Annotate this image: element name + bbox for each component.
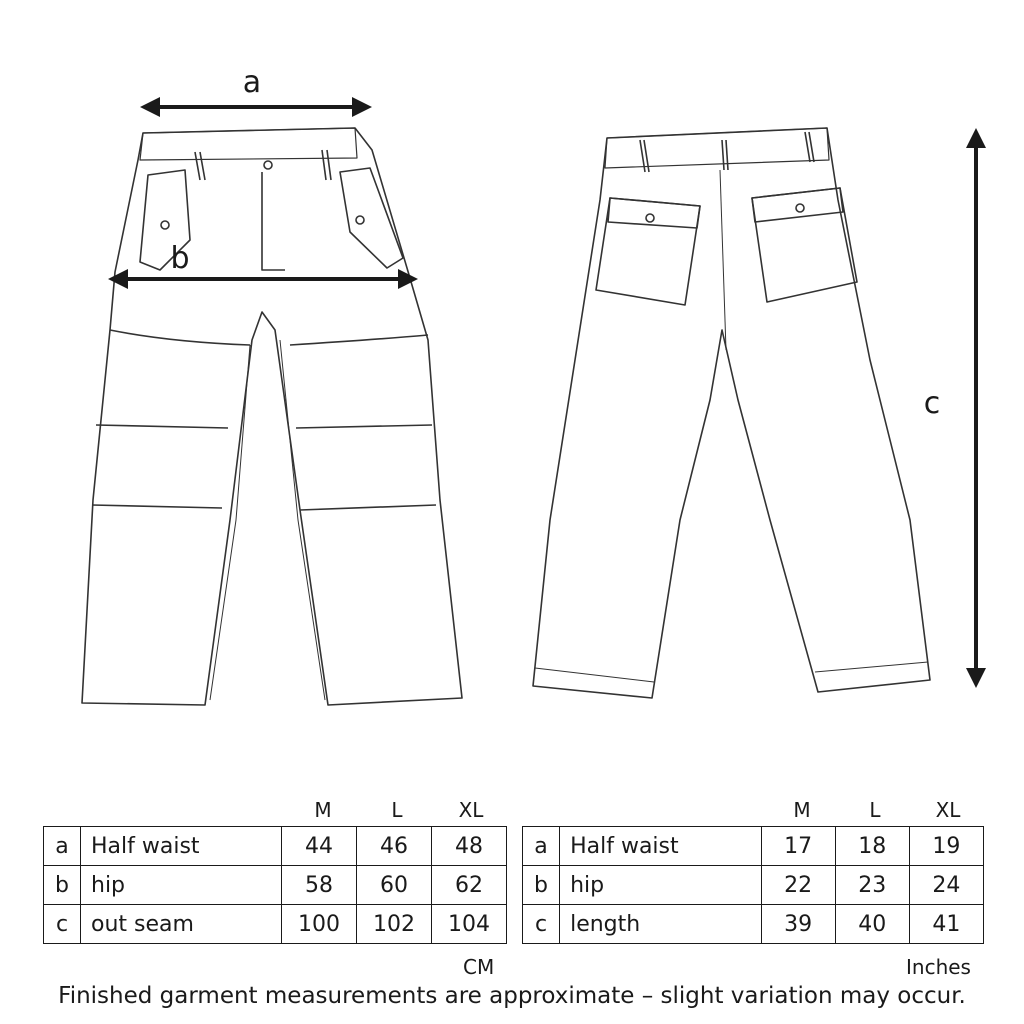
value-cell: 40 <box>834 904 910 944</box>
measure-code: a <box>43 826 81 866</box>
inch-size-header-m: M <box>793 798 811 822</box>
value-cell: 104 <box>431 904 507 944</box>
measurement-footnote: Finished garment measurements are approx… <box>58 983 966 1009</box>
measure-name: Half waist <box>559 826 762 866</box>
measure-code: b <box>43 865 81 905</box>
inch-size-header-l: L <box>869 798 881 822</box>
value-cell: 62 <box>431 865 507 905</box>
value-cell: 100 <box>281 904 357 944</box>
value-cell: 46 <box>356 826 432 866</box>
cm-size-header-xl: XL <box>458 798 484 822</box>
value-cell: 48 <box>431 826 507 866</box>
value-cell: 102 <box>356 904 432 944</box>
table-row: c length 39 40 41 <box>521 904 985 944</box>
measure-name: length <box>559 904 762 944</box>
value-cell: 41 <box>908 904 985 944</box>
measure-name: out seam <box>80 904 282 944</box>
value-cell: 22 <box>760 865 836 905</box>
measure-name: Half waist <box>80 826 282 866</box>
label-a: a <box>243 65 261 100</box>
value-cell: 19 <box>908 826 985 866</box>
measure-code: c <box>43 904 81 944</box>
measure-code: b <box>521 865 561 905</box>
measure-name: hip <box>80 865 282 905</box>
value-cell: 23 <box>834 865 910 905</box>
garment-diagram: a b c <box>81 65 986 706</box>
value-cell: 17 <box>760 826 836 866</box>
cm-size-table: a Half waist 44 46 48 b hip 58 60 62 c o… <box>43 826 507 944</box>
inch-unit-label: Inches <box>906 955 971 979</box>
measure-code: a <box>521 826 561 866</box>
inch-size-header-xl: XL <box>935 798 961 822</box>
table-row: b hip 58 60 62 <box>43 865 507 905</box>
table-row: a Half waist 17 18 19 <box>521 826 985 866</box>
measure-code: c <box>521 904 561 944</box>
cm-size-header-l: L <box>391 798 403 822</box>
label-c: c <box>924 386 941 421</box>
value-cell: 58 <box>281 865 357 905</box>
back-pants-drawing <box>532 127 931 699</box>
cm-unit-label: CM <box>463 955 495 979</box>
label-b: b <box>170 241 189 276</box>
measure-name: hip <box>559 865 762 905</box>
value-cell: 39 <box>760 904 836 944</box>
table-row: b hip 22 23 24 <box>521 865 985 905</box>
value-cell: 60 <box>356 865 432 905</box>
cm-size-header-m: M <box>314 798 332 822</box>
table-row: c out seam 100 102 104 <box>43 904 507 944</box>
table-row: a Half waist 44 46 48 <box>43 826 507 866</box>
front-pants-drawing <box>81 127 463 706</box>
value-cell: 18 <box>834 826 910 866</box>
inch-size-table: a Half waist 17 18 19 b hip 22 23 24 c l… <box>521 826 985 944</box>
value-cell: 24 <box>908 865 985 905</box>
value-cell: 44 <box>281 826 357 866</box>
